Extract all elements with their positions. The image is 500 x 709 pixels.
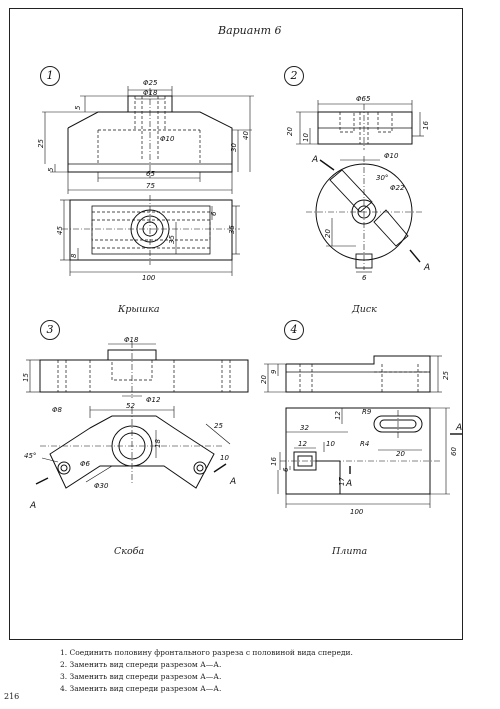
dim-label: 45 [56,226,64,235]
part-number-1: 1 [40,66,60,86]
part-number-4: 4 [284,320,304,340]
instruction-2: 2. Заменить вид спереди разрезом А—А. [60,660,222,669]
section-label: А [455,423,462,433]
dim-label: 100 [350,508,364,516]
dim-label: Φ8 [52,406,63,414]
dim-label: Φ65 [356,95,371,103]
dim-label: 100 [142,274,156,282]
dim-label: 35 [228,225,236,234]
part3-top-view [35,408,227,489]
part1-front-view [67,88,233,178]
part1-dimension-labels: Φ25 Φ18 Φ10 5 25 5 30 40 65 75 45 6 35 3… [37,79,250,282]
dim-label: 32 [300,424,309,432]
part-number-3: 3 [40,320,60,340]
dim-label: Φ30 [94,482,109,490]
dim-label: 35 [168,235,176,244]
part1-top-view [62,195,240,265]
instruction-4: 4. Заменить вид спереди разрезом А—А. [60,684,222,693]
part-number-2: 2 [284,66,304,86]
dim-label: 10 [326,440,335,448]
part1-dimensions-bottom [60,199,240,276]
part4-dimensions-front [264,355,442,393]
dim-label: 6 [210,211,218,216]
part4-dimensions-top [277,407,450,508]
page-title: Вариант 6 [218,24,282,37]
dim-label: 6 [282,467,290,472]
page-number: 216 [4,692,20,701]
part2-dimensions-front [296,100,424,145]
dim-label: 30° [376,174,388,182]
part2-front-view [317,104,413,150]
dim-label: 5 [47,167,55,172]
part1-dimensions-top [42,86,254,194]
dim-label: 12 [334,411,342,420]
dim-label: Φ10 [384,152,399,160]
dim-label: 12 [298,440,307,448]
section-label: А [229,477,236,487]
dim-label: 52 [126,402,135,410]
part-caption-4: Плита [332,546,368,557]
dim-label: Φ25 [143,79,158,87]
part3-front-view [39,342,249,398]
dim-label: Φ18 [124,336,139,344]
part2-dimension-labels: Φ65 20 10 16 Φ10 30° Φ22 20 6 А А [286,95,430,282]
dim-label: 75 [146,182,155,190]
dim-label: 15 [22,373,30,382]
dim-label: 60 [450,447,458,456]
dim-label: 5 [74,105,82,110]
section-label: А [311,155,318,165]
part3-dimensions-front [26,343,156,397]
dim-label: 20 [396,450,405,458]
dim-label: 16 [422,121,430,130]
part2-top-view [306,156,422,270]
instruction-1: 1. Соединить половину фронтального разре… [60,648,353,657]
dim-label: Φ22 [390,184,405,192]
part4-dimension-labels: 20 9 25 32 12 R9 12 10 R4 20 60 16 6 17 … [260,369,462,516]
drawing-frame [9,8,463,640]
dim-label: 20 [286,127,294,136]
dim-label: R4 [360,440,369,448]
dim-label: 6 [362,274,367,282]
dim-label: Φ10 [160,135,175,143]
dim-label: 8 [70,253,78,258]
dim-label: Φ12 [146,396,161,404]
dim-label: 20 [324,229,332,238]
instruction-3: 3. Заменить вид спереди разрезом А—А. [60,672,222,681]
dim-label: 25 [214,422,223,430]
dim-label: 10 [302,133,310,142]
dim-label: 9 [270,369,278,374]
dim-label: R9 [362,408,372,416]
dim-label: 20 [260,375,268,384]
part2-dimensions-top [326,159,380,273]
dim-label: Φ6 [80,460,91,468]
dim-label: 45° [24,452,36,460]
part4-top-view [280,407,462,495]
section-label: А [345,479,352,489]
dim-label: 25 [37,139,45,148]
dim-label: 10 [220,454,229,462]
dim-label: 30 [230,143,238,152]
dim-label: 40 [242,131,250,140]
dim-label: 16 [270,457,278,466]
dim-label: 25 [442,371,450,380]
section-label: А [423,263,430,273]
part4-front-view [285,355,431,393]
dim-label: Φ18 [143,89,158,97]
dim-label: 17 [338,477,346,486]
part-caption-3: Скоба [114,546,145,557]
part-caption-2: Диск [352,304,377,315]
part-caption-1: Крышка [118,304,160,315]
part3-dimension-labels: Φ18 Φ12 15 Φ8 52 18 Φ6 45° Φ30 25 10 А А [22,336,236,511]
section-label: А [29,501,36,511]
part3-dimensions-top [41,406,231,483]
dim-label: 18 [154,439,162,448]
dim-label: 65 [146,170,155,178]
